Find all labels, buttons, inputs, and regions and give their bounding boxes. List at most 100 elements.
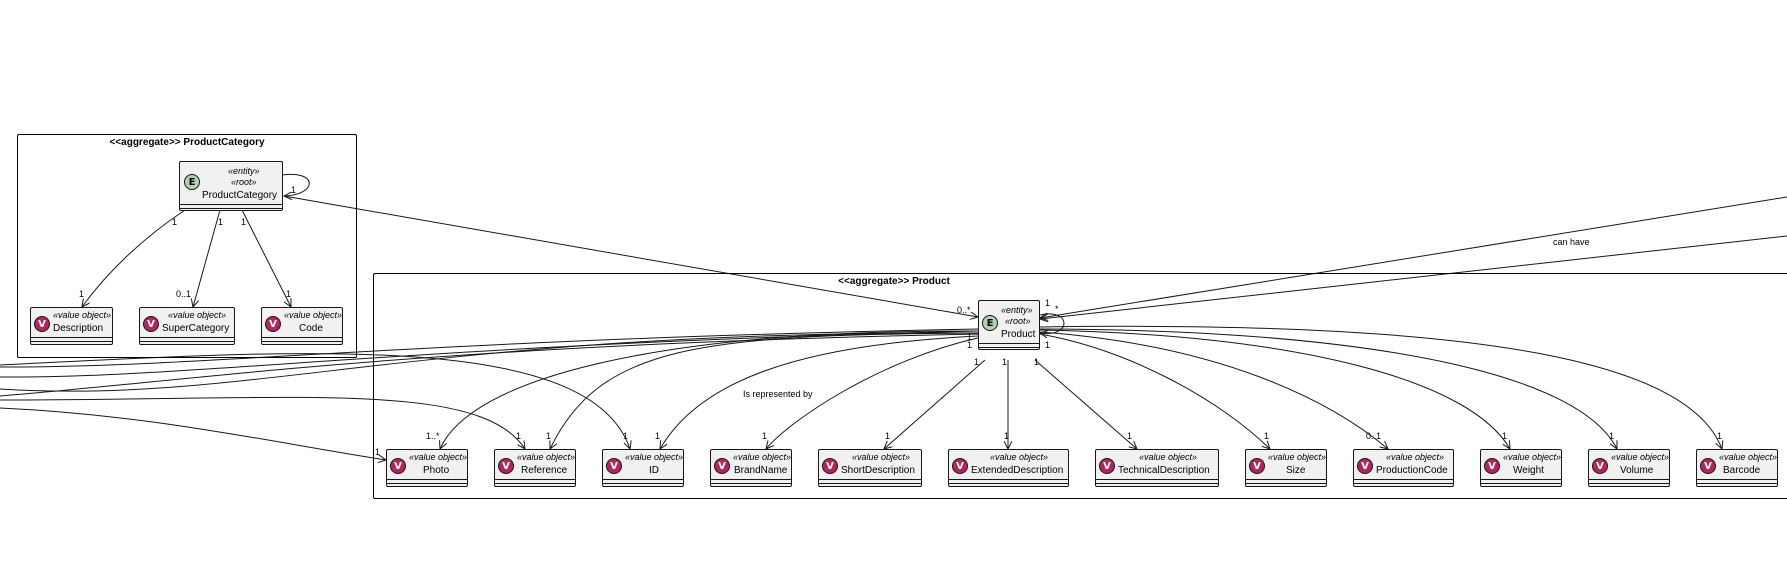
value-object-icon: V <box>952 458 968 474</box>
value-object-icon: V <box>265 316 281 332</box>
value-object-brandname[interactable]: V «value object» BrandName <box>710 449 792 487</box>
multiplicity: 1 <box>546 431 552 441</box>
pc-supercategory-association <box>193 209 221 307</box>
package-product: <<aggregate>> Product <box>373 273 1787 499</box>
value-object-weight[interactable]: V «value object» Weight <box>1480 449 1562 487</box>
class-name: ProductCategory <box>202 190 278 201</box>
stereotype-value-object: «value object» <box>625 452 684 462</box>
multiplicity: 1 <box>1502 431 1508 441</box>
multiplicity: 1 <box>1717 431 1723 441</box>
class-name: Photo <box>423 465 450 476</box>
value-object-icon: V <box>1592 458 1608 474</box>
multiplicity: 1 <box>623 431 629 441</box>
product-barcode-association <box>1039 325 1722 449</box>
entity-product[interactable]: E «entity» «root» Product <box>978 300 1040 350</box>
entity-product-category[interactable]: E «entity» «root» ProductCategory <box>179 161 283 211</box>
class-name: ExtendedDescription <box>971 465 1064 476</box>
stereotype-value-object: «value object» <box>53 310 112 320</box>
value-object-icon: V <box>143 316 159 332</box>
pc-product-association <box>283 195 978 317</box>
multiplicity: 0..1 <box>176 289 192 299</box>
value-object-id[interactable]: V «value object» ID <box>602 449 684 487</box>
value-object-shortdescription[interactable]: V «value object» ShortDescription <box>818 449 922 487</box>
multiplicity: 1 <box>218 217 224 227</box>
stereotype-value-object: «value object» <box>284 310 343 320</box>
class-name: SuperCategory <box>162 323 230 334</box>
value-object-description[interactable]: V «value object» Description <box>30 307 113 345</box>
value-object-icon: V <box>822 458 838 474</box>
multiplicity: 1 <box>885 431 891 441</box>
stereotype-value-object: «value object» <box>1611 452 1670 462</box>
multiplicity: 1 <box>241 217 247 227</box>
multiplicity: 0..* <box>957 305 971 315</box>
multiplicity: 0..1 <box>1366 431 1382 441</box>
stereotype-value-object: «value object» <box>1719 452 1778 462</box>
stereotype-value-object: «value object» <box>1268 452 1327 462</box>
multiplicity: 1 <box>79 289 85 299</box>
value-object-barcode[interactable]: V «value object» Barcode <box>1696 449 1778 487</box>
multiplicity: 1 <box>1609 431 1615 441</box>
class-name: Reference <box>521 465 568 476</box>
pc-description-association <box>82 209 186 307</box>
multiplicity: 1 <box>286 289 292 299</box>
value-object-extendeddescription[interactable]: V «value object» ExtendedDescription <box>948 449 1069 487</box>
package-product-category: <<aggregate>> ProductCategory <box>17 134 357 358</box>
multiplicity: 1 <box>1034 357 1040 367</box>
class-name: Size <box>1286 465 1306 476</box>
class-name: Volume <box>1620 465 1654 476</box>
multiplicity: 1 <box>1127 431 1133 441</box>
product-self-association <box>1040 313 1065 334</box>
pc-self-association <box>281 173 310 196</box>
value-object-photo[interactable]: V «value object» Photo <box>386 449 468 487</box>
value-object-volume[interactable]: V «value object» Volume <box>1588 449 1670 487</box>
value-object-icon: V <box>606 458 622 474</box>
product-shortdescription-association <box>884 359 986 449</box>
class-name: Code <box>299 323 323 334</box>
pc-code-association <box>241 209 291 307</box>
relation-label-represented-by: Is represented by <box>743 389 813 399</box>
value-object-size[interactable]: V «value object» Size <box>1245 449 1327 487</box>
value-object-productioncode[interactable]: V «value object» ProductionCode <box>1353 449 1454 487</box>
multiplicity: 1 <box>291 185 297 195</box>
external-association-2 <box>1040 235 1787 319</box>
multiplicity: 1 <box>1264 431 1270 441</box>
multiplicity: 1..* <box>426 431 440 441</box>
value-object-technicaldescription[interactable]: V «value object» TechnicalDescription <box>1095 449 1219 487</box>
stereotype-value-object: «value object» <box>990 452 1049 462</box>
external-photo <box>0 407 386 460</box>
stereotype-entity: «entity» <box>228 166 260 176</box>
value-object-code[interactable]: V «value object» Code <box>261 307 343 345</box>
external-reference <box>0 396 525 449</box>
product-id-association <box>660 335 979 449</box>
product-photo-association <box>440 330 979 449</box>
class-name: TechnicalDescription <box>1118 465 1210 476</box>
value-object-icon: V <box>1484 458 1500 474</box>
entity-icon: E <box>184 174 200 190</box>
value-object-reference[interactable]: V «value object» Reference <box>494 449 576 487</box>
product-brandname-association <box>766 337 979 449</box>
multiplicity: 1 <box>1004 431 1010 441</box>
multiplicity: 1 <box>375 447 381 457</box>
stereotype-value-object: «value object» <box>1386 452 1445 462</box>
product-volume-association <box>1039 328 1617 449</box>
class-name: ID <box>649 465 659 476</box>
multiplicity: 1 <box>1002 357 1008 367</box>
multiplicity: 1 <box>655 431 661 441</box>
package-title: <<aggregate>> ProductCategory <box>109 137 265 148</box>
class-name: Barcode <box>1723 465 1761 476</box>
value-object-supercategory[interactable]: V «value object» SuperCategory <box>139 307 235 345</box>
entity-icon: E <box>982 315 998 331</box>
external-left-4 <box>0 333 979 397</box>
product-productioncode-association <box>1039 331 1388 449</box>
value-object-icon: V <box>1700 458 1716 474</box>
stereotype-value-object: «value object» <box>852 452 911 462</box>
multiplicity: 1 <box>967 332 973 342</box>
multiplicity: 1 <box>762 431 768 441</box>
value-object-icon: V <box>1099 458 1115 474</box>
product-size-association <box>1039 333 1270 449</box>
multiplicity: * <box>1055 304 1059 314</box>
product-weight-association <box>1039 329 1510 449</box>
product-technicaldescription-association <box>1034 359 1137 449</box>
multiplicity: 1 <box>1045 340 1051 350</box>
